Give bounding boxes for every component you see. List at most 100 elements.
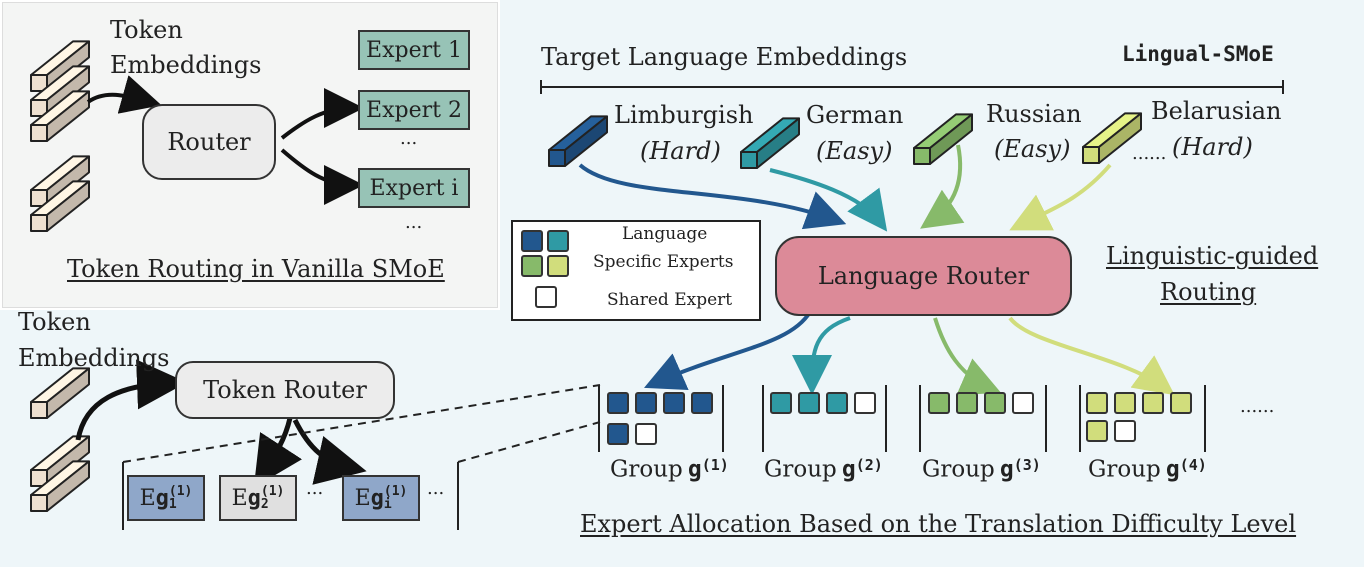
group1-expert-square xyxy=(635,392,657,414)
router-to-group2-arrow xyxy=(792,316,851,395)
embedding-block xyxy=(548,149,566,167)
guided-routing-label-2: Routing xyxy=(1160,278,1257,306)
legend-square-shared xyxy=(535,286,557,308)
router-to-group4-arrow xyxy=(1008,316,1175,396)
group-label-4: Group g(4) xyxy=(1088,456,1207,482)
limburgish-embedding-block xyxy=(548,115,608,167)
group4-expert-square xyxy=(1086,420,1108,442)
limburgish-difficulty: (Hard) xyxy=(640,137,721,165)
group4-shared-square xyxy=(1114,420,1136,442)
group4-expert-square xyxy=(1114,392,1136,414)
language-router-label: Language Router xyxy=(817,262,1030,290)
embedding-block xyxy=(1082,146,1100,164)
expert-2-label: Expert 2 xyxy=(366,97,462,123)
token-router-to-eg1-arrow xyxy=(253,417,303,488)
german-label: German xyxy=(806,101,904,129)
german-to-router-arrow xyxy=(769,168,888,232)
eg-dots-2: ... xyxy=(427,478,445,499)
bottom-token-stack xyxy=(30,367,90,512)
bottom-token-to-router-arrow xyxy=(75,359,187,441)
vanilla-router-to-experti-arrow xyxy=(280,148,364,205)
german-embedding-block xyxy=(740,117,800,169)
lingual-title: Lingual-SMoE xyxy=(1122,42,1274,66)
vanilla-token-label-2: Embeddings xyxy=(110,51,262,79)
group2-expert-square xyxy=(798,392,820,414)
bottom-token-label-1: Token xyxy=(18,308,91,336)
token-router-label: Token Router xyxy=(203,376,367,404)
group4-expert-square xyxy=(1170,392,1192,414)
eg-sup: (1) xyxy=(383,484,408,499)
legend-shared-label: Shared Expert xyxy=(607,290,733,310)
group-superscript: (2) xyxy=(855,456,883,474)
group-label-3: Group g(3) xyxy=(922,456,1041,482)
group-superscript: (4) xyxy=(1179,456,1207,474)
group-word: Group xyxy=(610,456,683,483)
token-embedding-block xyxy=(30,401,48,419)
group1-expert-square xyxy=(663,392,685,414)
group-label-1: Group g(1) xyxy=(610,456,729,482)
limburgish-label: Limburgish xyxy=(614,101,754,129)
russian-to-router-arrow xyxy=(920,144,965,229)
embedding-block xyxy=(913,147,931,165)
vanilla-router-box: Router xyxy=(142,104,276,180)
group-word: Group xyxy=(1088,456,1161,483)
router-to-group3-arrow xyxy=(933,317,1002,396)
eg-symbol: g xyxy=(370,485,384,511)
eg-sub: 1 xyxy=(168,497,177,512)
zoom-dashed-line-top xyxy=(122,384,601,463)
legend-square-belarusian xyxy=(547,255,569,277)
eg-prefix: E xyxy=(231,485,248,511)
group-symbol: g xyxy=(841,456,856,483)
token-router-to-egi-arrow xyxy=(292,418,367,485)
groups-caption: Expert Allocation Based on the Translati… xyxy=(580,510,1297,538)
group1-expert-square xyxy=(691,392,713,414)
belarusian-to-router-arrow xyxy=(1009,163,1112,231)
token-embedding-block xyxy=(30,214,48,232)
group-label-2: Group g(2) xyxy=(764,456,883,482)
legend-square-russian xyxy=(521,255,543,277)
lingual-header: Target Language Embeddings xyxy=(541,43,908,71)
group3-expert-square xyxy=(984,392,1006,414)
expert-1-box: Expert 1 xyxy=(358,30,470,70)
eg-sub: 2 xyxy=(260,497,269,512)
group3-expert-square xyxy=(1012,392,1034,414)
limburgish-to-router-arrow xyxy=(578,163,847,230)
group1-expert-square xyxy=(607,423,629,445)
eg-dots-1: ... xyxy=(306,478,324,499)
eg-sup: (1) xyxy=(168,484,193,499)
expert-legend: Language Specific Experts Shared Expert xyxy=(511,220,761,321)
group-word: Group xyxy=(922,456,995,483)
router-to-group1-arrow xyxy=(644,310,812,391)
group-superscript: (1) xyxy=(701,456,729,474)
bottom-token-label-2: Embeddings xyxy=(18,344,170,372)
group-word: Group xyxy=(764,456,837,483)
vanilla-token-label-1: Token xyxy=(110,16,183,44)
group-symbol: g xyxy=(687,456,702,483)
group-superscript: (3) xyxy=(1013,456,1041,474)
russian-embedding-block xyxy=(913,113,973,165)
expert-1-label: Expert 1 xyxy=(366,37,462,63)
vanilla-token-to-router-arrow xyxy=(86,75,162,114)
vanilla-caption: Token Routing in Vanilla SMoE xyxy=(67,255,445,283)
embedding-block xyxy=(740,151,758,169)
group1-expert-square xyxy=(607,392,629,414)
eg-symbol: g xyxy=(155,485,169,511)
group4-expert-square xyxy=(1142,392,1164,414)
eg-symbol: g xyxy=(247,485,261,511)
group2-expert-square xyxy=(854,392,876,414)
group-symbol: g xyxy=(1165,456,1180,483)
token-embedding-block xyxy=(30,124,48,142)
token-router-box: Token Router xyxy=(175,361,395,419)
language-router-box: Language Router xyxy=(775,236,1072,316)
german-difficulty: (Easy) xyxy=(816,137,893,165)
group3-expert-square xyxy=(956,392,978,414)
eg-prefix: E xyxy=(139,485,156,511)
belarusian-embedding-block xyxy=(1082,112,1142,164)
legend-specific-label-2: Specific Experts xyxy=(593,252,734,272)
expert-i-label: Expert i xyxy=(369,175,459,201)
groups-ellipsis: ...... xyxy=(1240,396,1275,417)
